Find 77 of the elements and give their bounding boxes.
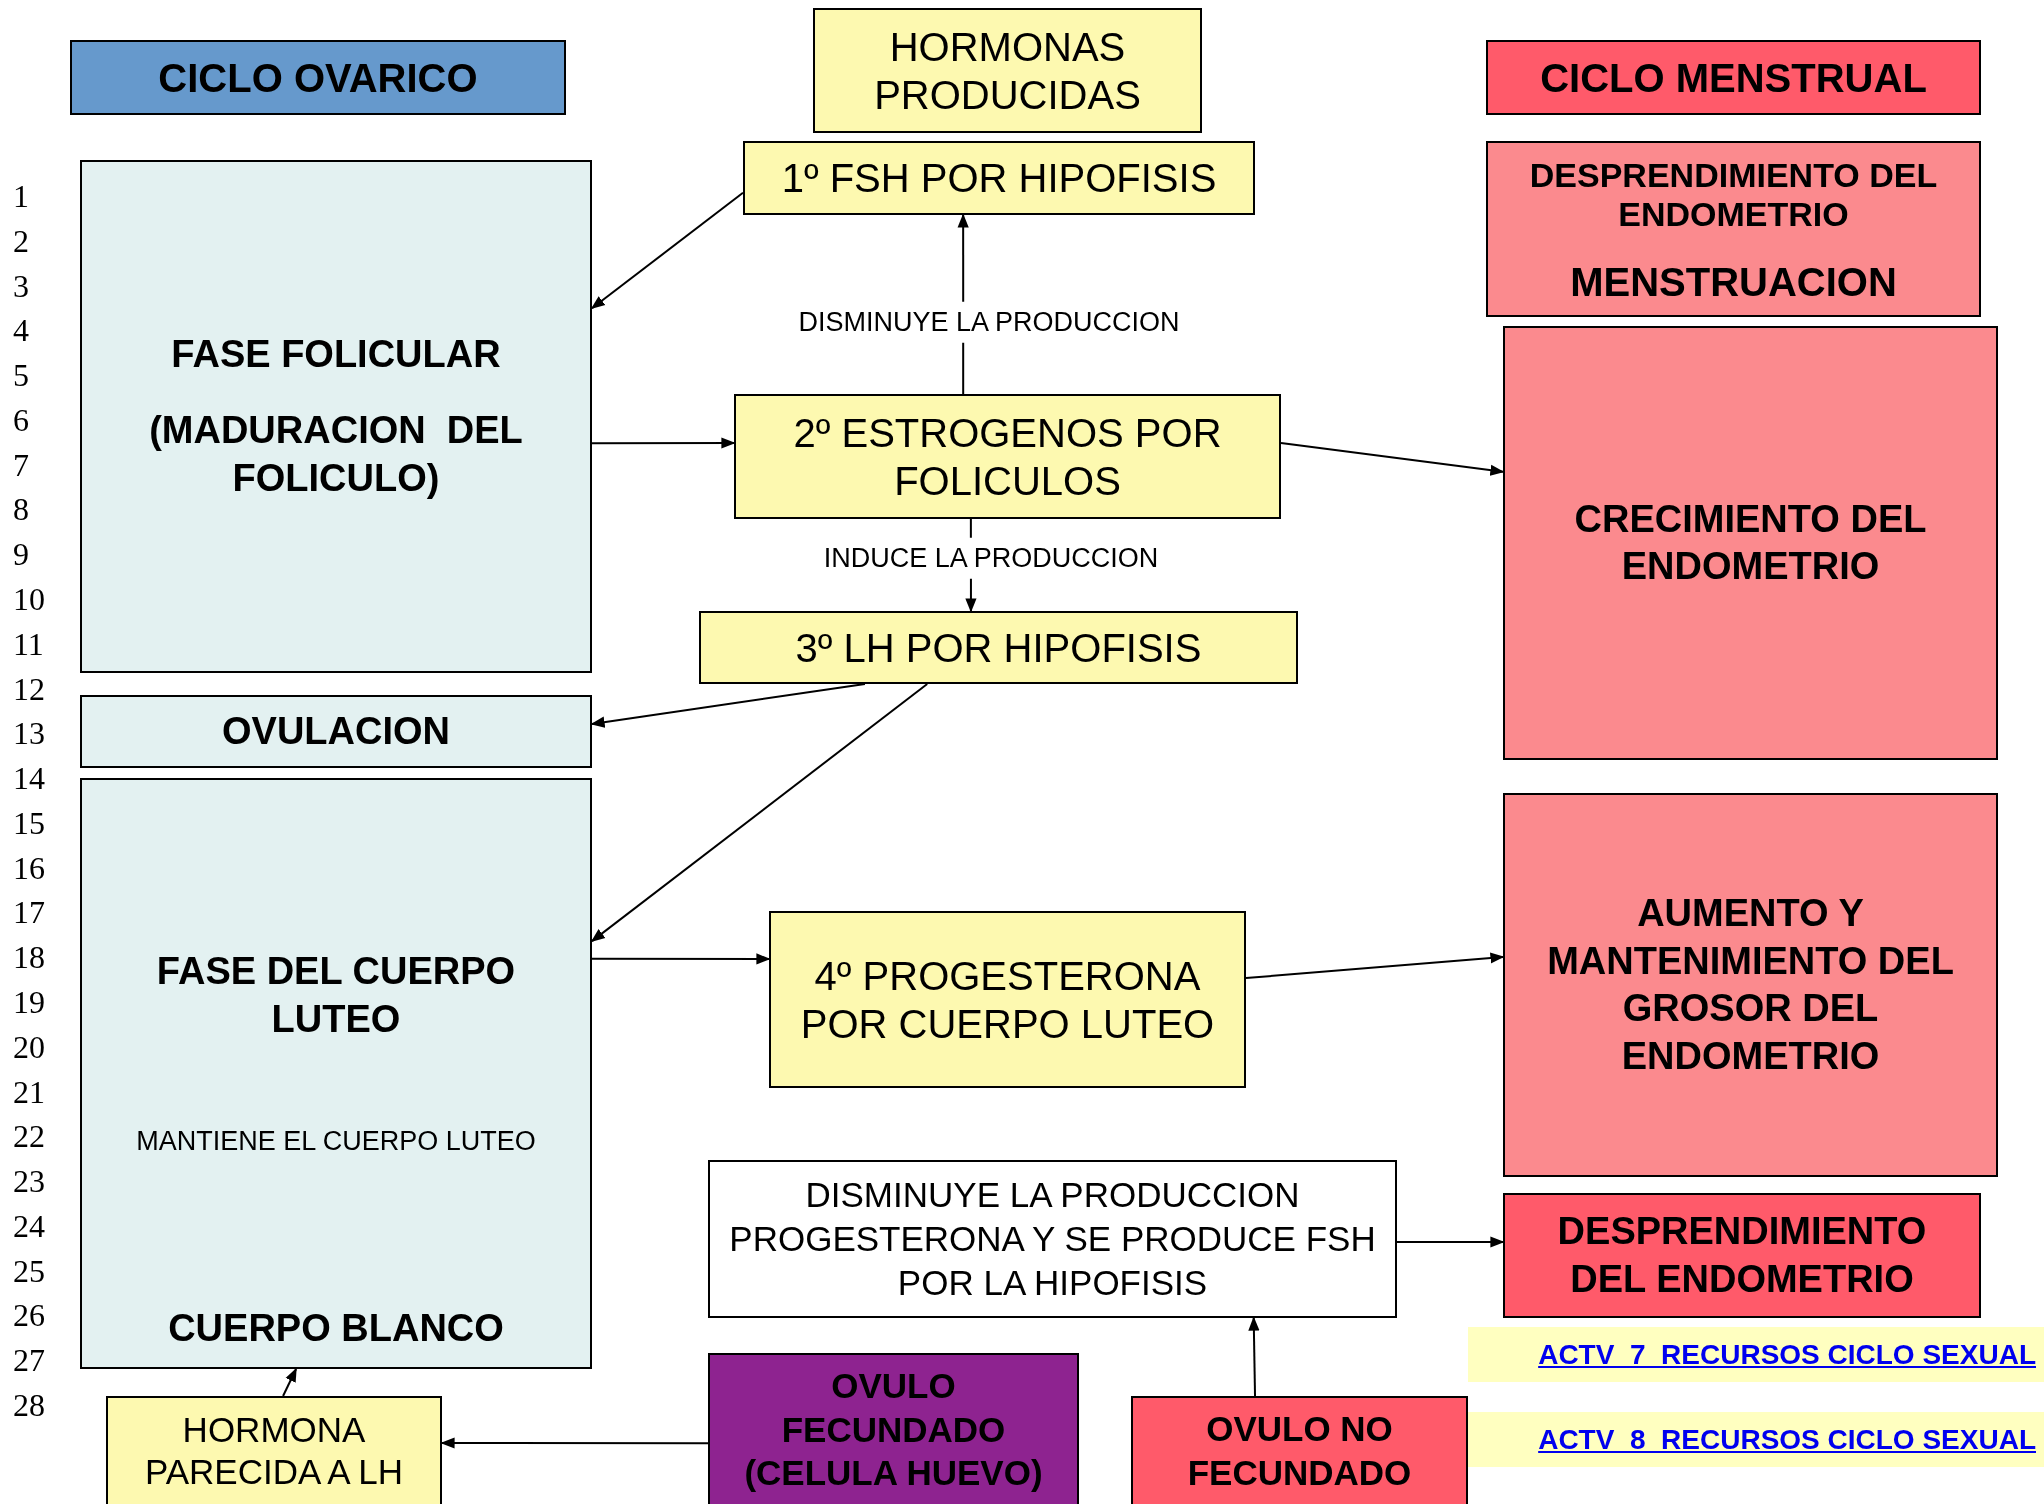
line-number: 1 bbox=[13, 180, 29, 212]
annotation-text: MANTIENE EL CUERPO LUTEO bbox=[135, 1124, 537, 1158]
box-text: CICLO MENSTRUAL bbox=[1540, 54, 1927, 102]
phase-title: CUERPO BLANCO bbox=[167, 1306, 505, 1352]
line-number: 17 bbox=[13, 896, 45, 929]
box-text: FASE FOLICULAR bbox=[170, 332, 502, 378]
arrow bbox=[1248, 1316, 1260, 1397]
phase-box bbox=[80, 778, 592, 1369]
phase-box bbox=[1503, 793, 1998, 1177]
line-number: 2 bbox=[13, 224, 29, 257]
box-text: OVULACION bbox=[222, 708, 450, 754]
line-number: 19 bbox=[13, 986, 45, 1018]
box-text: CICLO OVARICO bbox=[158, 54, 478, 102]
box-text: 3º LH POR HIPOFISIS bbox=[795, 624, 1202, 672]
line-number: 28 bbox=[13, 1389, 45, 1421]
line-number: 27 bbox=[13, 1344, 45, 1377]
phase-box bbox=[80, 695, 592, 768]
arrow bbox=[591, 953, 771, 965]
line-number: 22 bbox=[13, 1120, 45, 1153]
line-number: 5 bbox=[13, 359, 29, 392]
box-text: AUMENTO Y MANTENIMIENTO DEL GROSOR DEL ENDOMETRIO bbox=[1546, 891, 1955, 1079]
line-number: 12 bbox=[13, 672, 45, 705]
process-box bbox=[708, 1160, 1397, 1318]
line-number: 6 bbox=[13, 403, 29, 436]
line-number: 25 bbox=[13, 1254, 45, 1287]
phase-box bbox=[1503, 1193, 1981, 1318]
hormone-box bbox=[699, 611, 1298, 684]
line-number: 23 bbox=[13, 1165, 45, 1198]
line-number: 20 bbox=[13, 1030, 45, 1063]
arrow bbox=[591, 437, 736, 449]
line-number: 21 bbox=[13, 1075, 45, 1108]
box-text: 2º ESTROGENOS POR FOLICULOS bbox=[792, 409, 1223, 505]
arrow bbox=[1245, 952, 1505, 980]
phase-box bbox=[1503, 326, 1998, 760]
hormone-box bbox=[734, 394, 1281, 519]
line-number: 16 bbox=[13, 851, 45, 884]
phase-title: DESPRENDIMIENTO DEL ENDOMETRIO bbox=[1528, 155, 1939, 235]
process-box bbox=[708, 1353, 1079, 1504]
box-text: HORMONAS PRODUCIDAS bbox=[873, 23, 1142, 119]
box-text: 1º FSH POR HIPOFISIS bbox=[781, 155, 1217, 202]
line-number: 10 bbox=[13, 583, 45, 615]
process-box bbox=[1131, 1396, 1468, 1504]
line-number: 14 bbox=[13, 762, 45, 795]
box-text: DISMINUYE LA PRODUCCION PROGESTERONA Y SE PRODUCE FSH POR LA HIPOFISIS bbox=[728, 1174, 1377, 1304]
line-number: 7 bbox=[13, 448, 29, 481]
title-box bbox=[70, 40, 566, 115]
line-number: 11 bbox=[13, 627, 44, 660]
phase-box bbox=[80, 160, 592, 673]
line-number: 3 bbox=[13, 269, 29, 302]
hormone-box bbox=[106, 1396, 442, 1504]
box-text: (MADURACION DEL FOLICULO) bbox=[148, 407, 524, 501]
line-number: 8 bbox=[13, 493, 29, 526]
line-number: 26 bbox=[13, 1299, 45, 1332]
line-number: 24 bbox=[13, 1209, 45, 1242]
header-box bbox=[813, 8, 1202, 133]
box-text: OVULO FECUNDADO (CELULA HUEVO) bbox=[743, 1364, 1044, 1495]
arrow bbox=[282, 1367, 298, 1397]
box-text: HORMONA PARECIDA A LH bbox=[143, 1409, 405, 1493]
box-text: DESPRENDIMIENTO DEL ENDOMETRIO bbox=[1556, 1209, 1928, 1302]
line-number: 13 bbox=[13, 717, 45, 750]
line-number: 15 bbox=[13, 806, 45, 839]
hormone-box bbox=[743, 141, 1255, 215]
resource-link: ACTV 8 RECURSOS CICLO SEXUAL bbox=[1538, 1422, 2036, 1457]
arrow bbox=[1280, 442, 1505, 476]
line-number: 18 bbox=[13, 941, 45, 974]
box-text: OVULO NO FECUNDADO bbox=[1186, 1408, 1413, 1494]
phase-title: FASE DEL CUERPO LUTEO bbox=[155, 948, 517, 1041]
hormone-box bbox=[769, 911, 1246, 1088]
line-number: 9 bbox=[13, 538, 29, 571]
title-box bbox=[1486, 40, 1981, 115]
arrow bbox=[1396, 1236, 1505, 1248]
line-number: 4 bbox=[13, 314, 29, 347]
resource-link: ACTV 7 RECURSOS CICLO SEXUAL bbox=[1538, 1337, 2036, 1372]
phase-box bbox=[1486, 141, 1981, 317]
box-text: CRECIMIENTO DEL ENDOMETRIO bbox=[1573, 496, 1928, 589]
box-text: 4º PROGESTERONA POR CUERPO LUTEO bbox=[799, 952, 1216, 1048]
phase-subtitle: MENSTRUACION bbox=[1569, 259, 1898, 306]
